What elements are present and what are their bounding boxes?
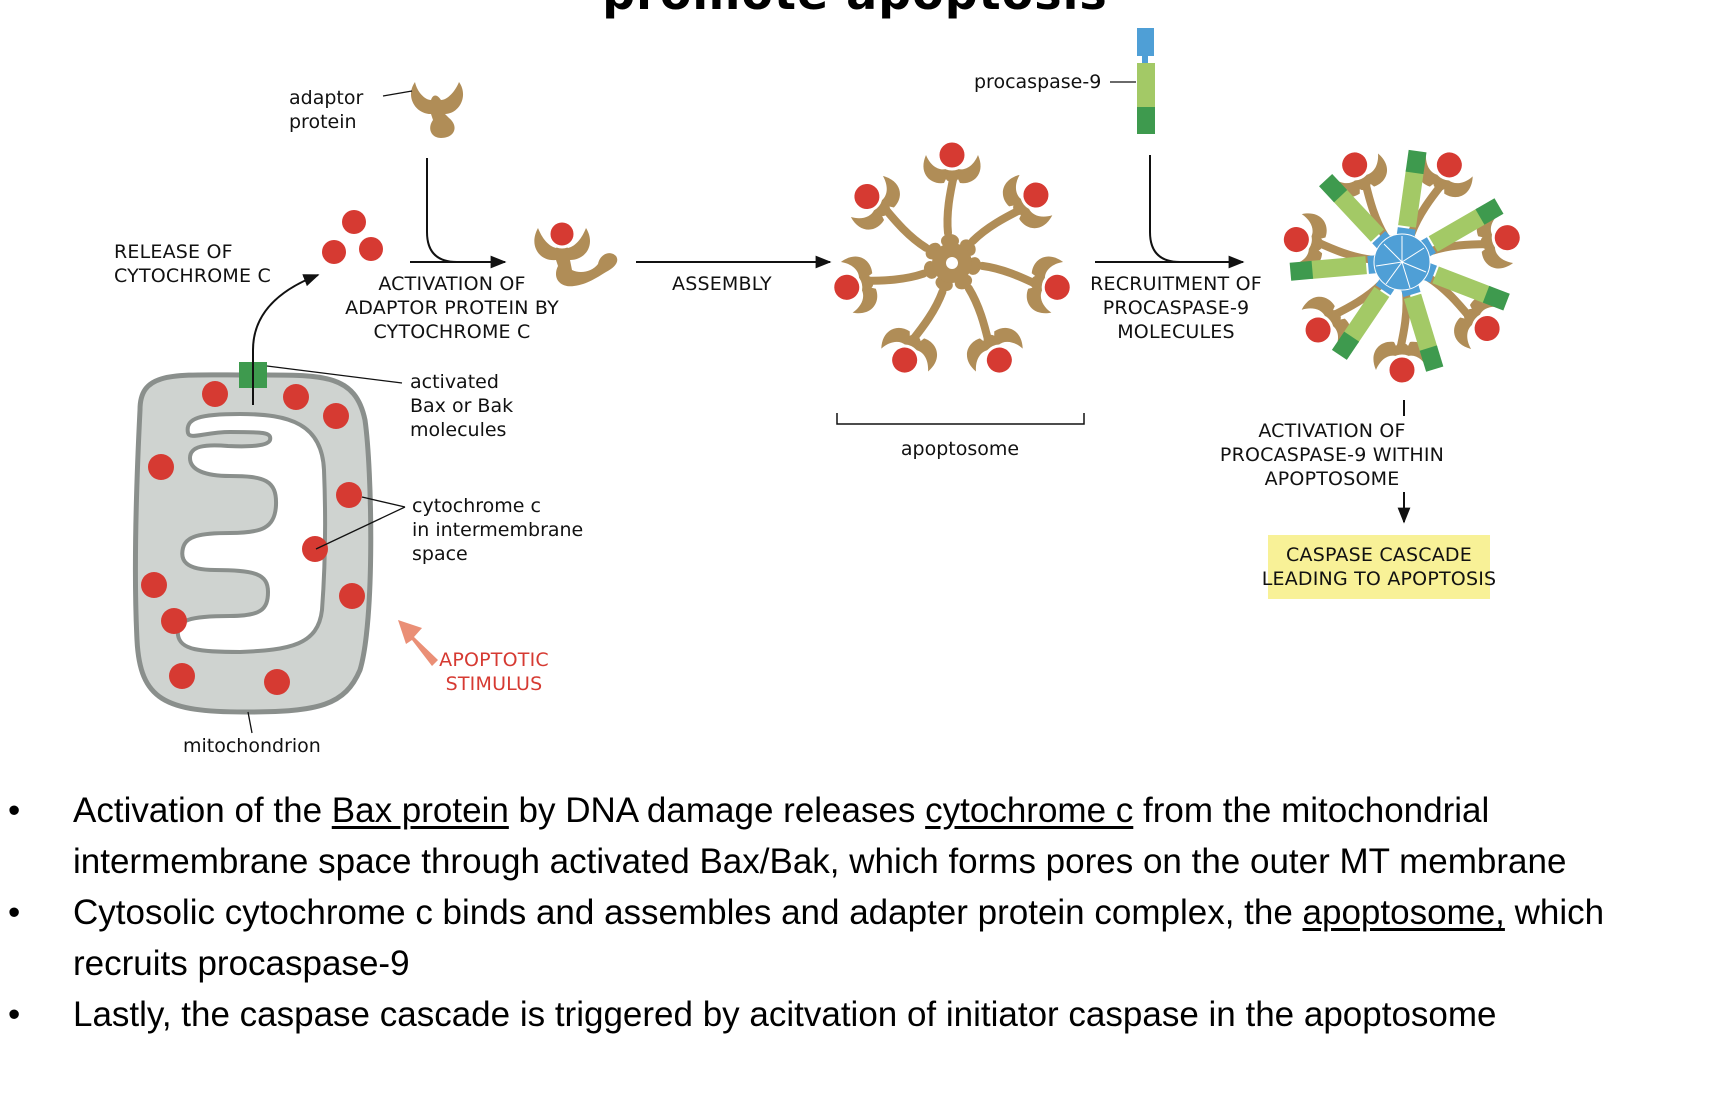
bullet-list: • Activation of the Bax protein by DNA d… bbox=[0, 785, 1710, 1040]
recruitment-label: RECRUITMENT OF PROCASPASE-9 MOLECULES bbox=[1078, 272, 1274, 344]
bullet-text: which recruits procaspase-9 bbox=[73, 893, 1605, 983]
recruitment-join-arrow bbox=[1149, 155, 1245, 269]
apoptosis-pathway-diagram: adaptor protein RELEASE OF CYTOCHROME C … bbox=[114, 28, 1710, 757]
label-line: space bbox=[412, 543, 468, 565]
activated-bax-label: activated Bax or Bak molecules bbox=[410, 370, 513, 442]
cytochrome-c-dots bbox=[141, 381, 365, 695]
apoptosome bbox=[827, 141, 1078, 385]
bullet-text: Lastly, the caspase cascade is triggered… bbox=[73, 995, 1497, 1034]
label-line: activated bbox=[410, 371, 499, 393]
bax-leader-line bbox=[266, 365, 403, 384]
mitochondrion-leader-line bbox=[247, 711, 253, 734]
apoptosome-with-procaspase-9 bbox=[1277, 140, 1528, 384]
slide-title: promote apoptosis bbox=[0, 0, 1710, 20]
adaptor-protein-label: adaptor protein bbox=[289, 86, 363, 134]
label-line: RECRUITMENT OF bbox=[1090, 273, 1262, 295]
activation-adaptor-label: ACTIVATION OF ADAPTOR PROTEIN BY CYTOCHR… bbox=[322, 272, 582, 344]
label-line: ACTIVATION OF bbox=[1258, 420, 1406, 442]
bullet-icon: • bbox=[8, 893, 21, 932]
label-line: APOPTOTIC bbox=[439, 649, 549, 671]
release-arrow bbox=[252, 274, 320, 405]
bullet-text: Cytosolic cytochrome c binds and assembl… bbox=[73, 893, 1303, 932]
apoptotic-stimulus-label: APOPTOTIC STIMULUS bbox=[424, 648, 564, 696]
bullet-item: • Cytosolic cytochrome c binds and assem… bbox=[0, 887, 1710, 989]
label-line: molecules bbox=[410, 419, 507, 441]
cytochrome-space-label: cytochrome c in intermembrane space bbox=[412, 494, 583, 566]
label-line: LEADING TO APOPTOSIS bbox=[1261, 568, 1497, 590]
diagram-canvas bbox=[133, 28, 1710, 734]
release-cytochrome-label: RELEASE OF CYTOCHROME C bbox=[114, 240, 271, 288]
label-line: protein bbox=[289, 111, 357, 133]
label-line: STIMULUS bbox=[445, 673, 543, 695]
mitochondrion bbox=[133, 362, 374, 715]
label-line: PROCASPASE-9 bbox=[1102, 297, 1250, 319]
underlined-term: cytochrome c bbox=[925, 791, 1134, 830]
label-line: MOLECULES bbox=[1117, 321, 1235, 343]
cytochrome-leader-line bbox=[315, 496, 406, 550]
apoptotic-stimulus-arrow bbox=[398, 620, 438, 666]
adaptor-leader-line bbox=[382, 90, 413, 97]
underlined-term: apoptosome, bbox=[1302, 893, 1505, 932]
label-line: CYTOCHROME C bbox=[114, 265, 271, 287]
caspase-cascade-box: CASPASE CASCADE LEADING TO APOPTOSIS bbox=[1262, 535, 1496, 599]
adaptor-join-arrow bbox=[426, 158, 507, 269]
assembly-label: ASSEMBLY bbox=[672, 273, 772, 295]
adaptor-protein-inactive bbox=[410, 82, 464, 138]
apoptosome-bracket bbox=[836, 413, 1085, 425]
mitochondrion-label: mitochondrion bbox=[183, 735, 321, 757]
bullet-icon: • bbox=[8, 791, 21, 830]
procaspase-9-molecule bbox=[1137, 28, 1155, 134]
bullet-text: Activation of the bbox=[73, 791, 332, 830]
bullet-text: from the mitochondrial intermembrane spa… bbox=[73, 791, 1567, 881]
label-line: cytochrome c bbox=[412, 494, 583, 518]
procaspase-9-label: procaspase-9 bbox=[974, 71, 1102, 93]
label-line: ADAPTOR PROTEIN BY bbox=[345, 297, 559, 319]
apoptosome-label: apoptosome bbox=[900, 438, 1020, 460]
underlined-term: Bax protein bbox=[331, 791, 509, 830]
label-line: CASPASE CASCADE bbox=[1286, 544, 1472, 566]
label-line: Bax or Bak bbox=[410, 395, 514, 417]
label-line: CYTOCHROME C bbox=[373, 321, 531, 343]
bullet-icon: • bbox=[8, 995, 21, 1034]
label-line: adaptor bbox=[289, 87, 364, 109]
label-line: APOPTOSOME bbox=[1264, 468, 1400, 490]
activation-procaspase-label: ACTIVATION OF PROCASPASE-9 WITHIN APOPTO… bbox=[1192, 419, 1472, 491]
bullet-item: • Activation of the Bax protein by DNA d… bbox=[0, 785, 1710, 887]
label-line: ACTIVATION OF bbox=[378, 273, 526, 295]
bullet-item: • Lastly, the caspase cascade is trigger… bbox=[0, 989, 1710, 1040]
label-line: PROCASPASE-9 WITHIN bbox=[1219, 444, 1445, 466]
label-text: cytochrome c bbox=[412, 495, 541, 517]
bullet-text: by DNA damage releases bbox=[508, 791, 926, 830]
released-cytochrome-c bbox=[322, 210, 383, 264]
label-line: in intermembrane bbox=[412, 519, 584, 541]
label-line: RELEASE OF bbox=[114, 241, 233, 263]
